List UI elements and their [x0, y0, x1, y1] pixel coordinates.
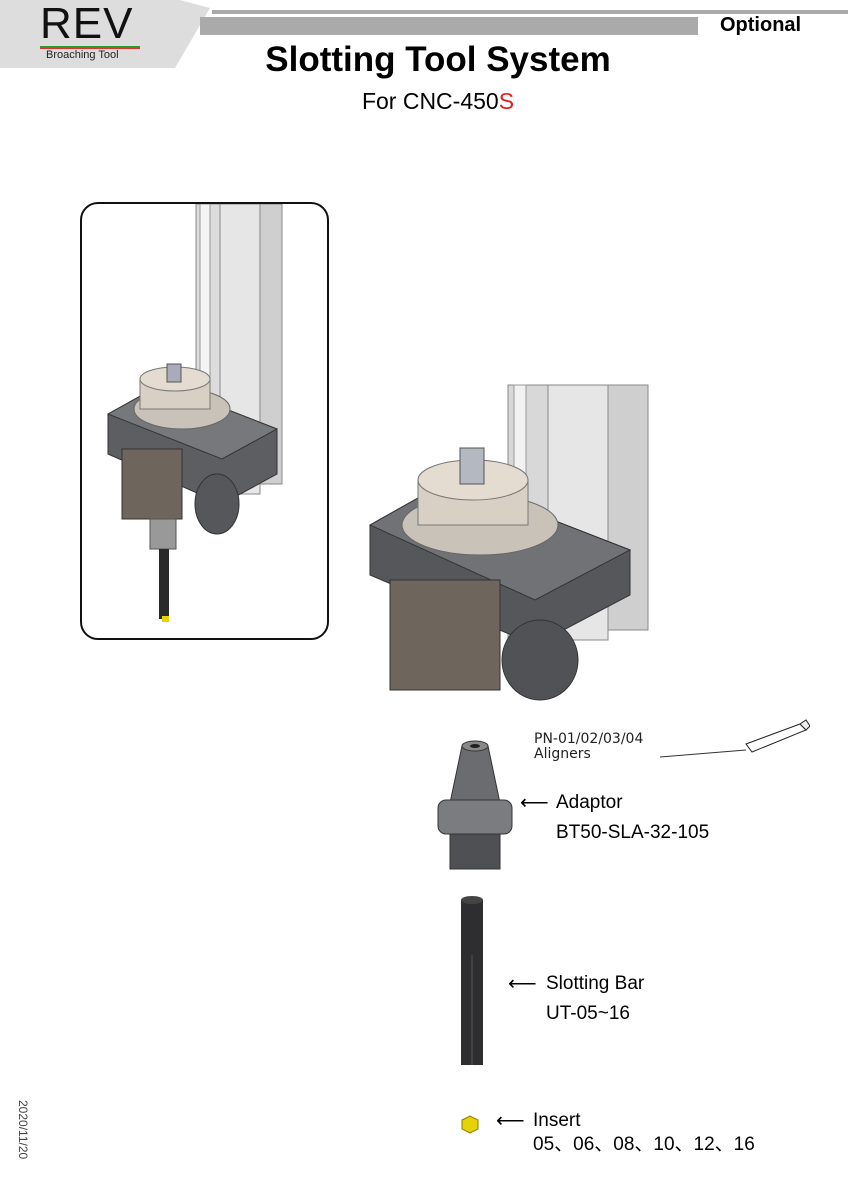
aligners-label: Aligners	[534, 746, 591, 762]
subtitle-suffix: S	[498, 88, 515, 114]
logo: REV	[40, 0, 134, 48]
slotting-bar-part-image	[461, 896, 483, 1065]
logo-subtitle: Broaching Tool	[46, 49, 119, 61]
optional-badge: Optional	[720, 14, 802, 36]
subtitle-prefix: For CNC-450	[361, 88, 499, 114]
aligners-part-number: PN-01/02/03/04	[534, 731, 644, 747]
page-subtitle: For CNC-450S	[0, 88, 848, 115]
aligner-part-image	[660, 719, 810, 758]
logo-underline-red	[40, 48, 140, 49]
adaptor-part-image	[437, 740, 513, 870]
header-bar	[200, 17, 698, 35]
slotting-bar-arrow-icon: ⟵	[508, 973, 537, 995]
logo-background	[0, 0, 210, 68]
adaptor-arrow-icon: ⟵	[520, 792, 549, 814]
footer-date: 2020/11/20	[16, 1100, 30, 1160]
slotting-bar-label: Slotting Bar	[546, 973, 645, 994]
adaptor-code: BT50-SLA-32-105	[556, 822, 710, 843]
assembly-inset-image	[80, 202, 329, 640]
slotting-bar-code: UT-05~16	[546, 1003, 630, 1024]
assembly-main-image	[368, 384, 649, 701]
insert-label: Insert	[533, 1110, 581, 1131]
insert-arrow-icon: ⟵	[496, 1110, 525, 1132]
insert-sizes: 05、06、08、10、12、16	[533, 1134, 755, 1155]
aligners-callout: PN-01/02/03/04 Aligners	[534, 732, 643, 762]
insert-part-image	[461, 1115, 479, 1134]
page-title: Slotting Tool System	[265, 40, 611, 79]
logo-underline	[40, 46, 140, 48]
adaptor-label: Adaptor	[556, 792, 623, 813]
header-rule	[212, 10, 848, 14]
